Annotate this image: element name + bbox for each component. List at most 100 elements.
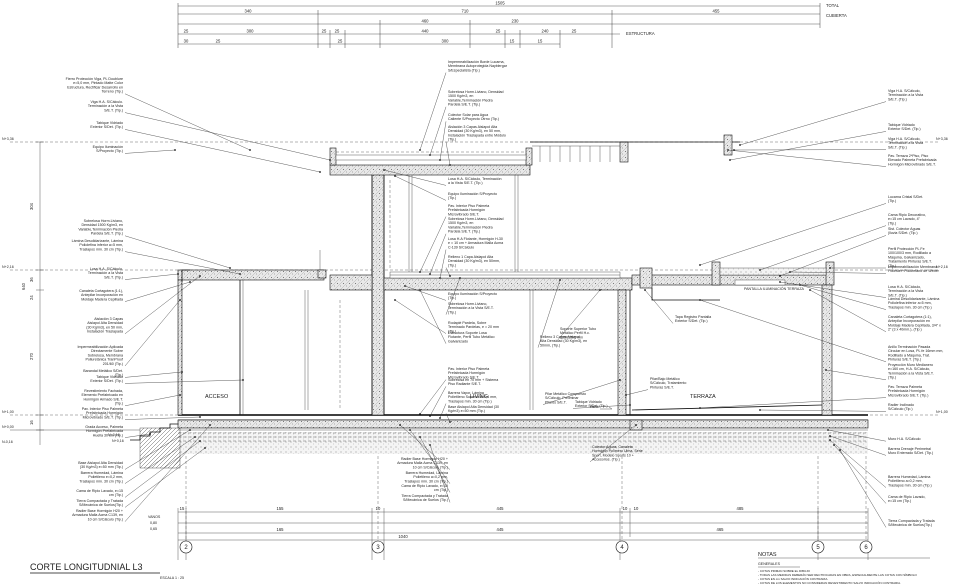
leader-dot-icon <box>239 273 241 275</box>
leader-dot-icon <box>399 424 401 426</box>
leader-line <box>124 447 206 508</box>
drawing-scale: ESCALA 1 : 25 <box>160 576 184 580</box>
leader-dot-icon <box>619 379 621 381</box>
bdim-r3-0: 165 <box>277 527 285 532</box>
leader-line <box>439 403 447 419</box>
leader-dot-icon <box>199 440 201 442</box>
annotation-label: Base Aislapol Alta Densidad(30 Kg/m3) e=… <box>78 461 123 469</box>
bdim-2: 10 <box>376 506 381 511</box>
leader-line <box>699 397 887 409</box>
leader-line <box>124 433 151 438</box>
leader-line <box>429 386 447 417</box>
bdim-1: 155 <box>277 506 285 511</box>
leader-line <box>759 225 887 271</box>
leader-line <box>809 289 887 332</box>
leader-dot-icon <box>729 159 731 161</box>
dim-r3-b: 230 <box>512 19 520 24</box>
bdim-4: 10 <box>623 506 628 511</box>
leader-line <box>439 121 447 161</box>
axis-2: 2 <box>179 456 193 554</box>
dim-r4-6: 240 <box>542 29 550 34</box>
leader-dot-icon <box>249 149 251 151</box>
leader-line <box>829 439 887 488</box>
leader-dot-icon <box>449 275 451 277</box>
note-2: - COTAS EN cm SALVO INDICACIÓN CONTRARIA… <box>758 576 828 581</box>
leader-line <box>779 235 887 277</box>
annotation-label: Equipo Iluminación S/Proyecto(Tip.) <box>448 192 497 200</box>
leader-dot-icon <box>759 409 761 411</box>
leader-line <box>419 289 447 344</box>
leader-line <box>124 273 179 280</box>
leader-line <box>124 436 196 484</box>
leader-line <box>729 131 887 161</box>
leader-line <box>557 289 601 340</box>
annotation-label: Cama de Ripio Lavado,e=15 cm (Tip.) <box>888 495 926 503</box>
axis-label: 5 <box>816 545 820 551</box>
leader-dot-icon <box>699 299 701 301</box>
leader-line <box>419 436 451 493</box>
axis-bubble-icon <box>859 540 873 554</box>
annotation-label: Impermeabilización Borde Lucarna,Membran… <box>448 60 508 72</box>
leader-dot-icon <box>409 429 411 431</box>
leader-dot-icon <box>699 407 701 409</box>
bdim-0: 15 <box>180 506 185 511</box>
leader-line <box>625 389 649 396</box>
dim-total: 1505 <box>495 1 505 6</box>
leader-dot-icon <box>635 424 637 426</box>
leader-dot-icon <box>189 429 191 431</box>
bdim-r3-2: 465 <box>717 527 725 532</box>
leader-dot-icon <box>204 447 206 449</box>
notes-block: NOTAS GENERALES - COTAS PRIMAN SOBRE EL … <box>758 552 930 585</box>
leader-dot-icon <box>429 415 431 417</box>
leader-line <box>537 279 561 348</box>
leader-dot-icon <box>779 275 781 277</box>
leader-line <box>644 289 674 324</box>
leader-line <box>789 271 887 274</box>
leader-dot-icon <box>181 371 183 373</box>
leader-dot-icon <box>199 416 201 418</box>
ldim-1: 36 <box>29 277 34 282</box>
leader-line <box>589 424 637 462</box>
leader-dot-icon <box>449 421 451 423</box>
left-levels: N+3,36 N+2,16 N+1,00 N+0,00 N-0,16 N+3,3… <box>2 137 948 445</box>
step-level: N:-0,16 <box>108 433 120 437</box>
leader-dot-icon <box>825 369 827 371</box>
bdim-total: 1040 <box>398 534 408 539</box>
leader-dot-icon <box>779 281 781 283</box>
leader-dot-icon <box>189 281 191 283</box>
pend-arrow-icon <box>600 406 613 410</box>
leader-line <box>124 429 191 470</box>
axis-bubble-icon <box>371 540 385 554</box>
ldim-0: 304 <box>29 202 34 210</box>
bdim-3: 445 <box>497 506 505 511</box>
dim-top-c: 455 <box>713 9 721 14</box>
leader-dot-icon <box>419 289 421 291</box>
annotation-label: Losa H.A. S/Cálculo.Terminación a la Vis… <box>88 267 123 279</box>
leader-dot-icon <box>329 159 331 161</box>
dim-r4-4: 440 <box>422 29 430 34</box>
leader-dot-icon <box>429 154 431 156</box>
axis-label: 2 <box>184 545 188 551</box>
leader-dot-icon <box>199 275 201 277</box>
leader-line <box>429 106 447 156</box>
